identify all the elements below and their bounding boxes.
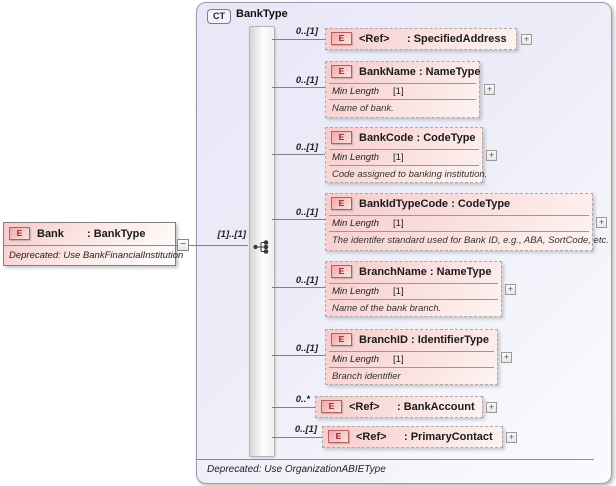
facet-value: [1] — [393, 86, 404, 97]
element-type: : CodeType — [451, 198, 511, 210]
element-type: : IdentifierType — [410, 334, 489, 346]
element-type: : CodeType — [416, 132, 476, 144]
element-type: : BankType — [87, 228, 146, 240]
connector-line — [272, 87, 325, 88]
element-annotation: Branch identifier — [332, 371, 401, 382]
element-box-bankcode[interactable]: E BankCode : CodeType Min Length [1] Code … — [325, 127, 488, 183]
element-type: : SpecifiedAddress — [407, 33, 507, 45]
facet-value: [1] — [393, 152, 404, 163]
element-box-bank[interactable]: E Bank : BankType Deprecated: Use BankFina… — [3, 222, 184, 266]
element-icon: E — [331, 65, 352, 78]
cardinality-label: 0..[1] — [295, 142, 318, 153]
expand-icon[interactable]: + — [484, 84, 495, 95]
complex-type-title: BankType — [236, 8, 288, 20]
cardinality-label: [1]..[1] — [217, 229, 247, 240]
element-annotation: Name of the bank branch. — [332, 303, 442, 314]
footer-divider — [197, 459, 594, 460]
element-box-ref-specifiedaddress[interactable]: E <Ref> : SpecifiedAddress — [325, 28, 517, 50]
element-annotation: Code assigned to banking institution. — [332, 169, 488, 180]
expand-icon[interactable]: + — [521, 34, 532, 45]
facet-name: Min Length — [332, 286, 380, 297]
facet-row: Min Length [1] — [329, 351, 494, 368]
element-box-bankname[interactable]: E BankName : NameType Min Length [1] Name … — [325, 61, 480, 118]
facet-name: Min Length — [332, 86, 380, 97]
element-name: BranchID — [359, 334, 408, 346]
connector-line — [272, 39, 325, 40]
element-annotation: Deprecated: Use BankFinancialInstitution — [9, 250, 184, 261]
connector-line — [272, 407, 315, 408]
element-name: <Ref> — [349, 401, 380, 413]
element-type: : NameType — [418, 66, 481, 78]
collapse-icon[interactable]: − — [177, 239, 189, 251]
element-icon: E — [9, 227, 30, 240]
element-box-bankidtypecode[interactable]: E BankIdTypeCode : CodeType Min Length [1]… — [325, 193, 609, 251]
element-type: : PrimaryContact — [404, 431, 493, 443]
element-type: : NameType — [429, 266, 492, 278]
element-icon: E — [331, 197, 352, 210]
element-icon: E — [331, 131, 352, 144]
cardinality-label: 0..[1] — [295, 26, 318, 37]
cardinality-label: 0..[1] — [295, 343, 318, 354]
expand-icon[interactable]: + — [505, 284, 516, 295]
element-icon: E — [328, 430, 349, 443]
connector-line — [272, 219, 325, 220]
element-name: BranchName — [359, 266, 427, 278]
element-type: : BankAccount — [397, 401, 475, 413]
element-box-branchname[interactable]: E BranchName : NameType Min Length [1] Nam… — [325, 261, 502, 317]
element-name: <Ref> — [356, 431, 387, 443]
facet-row: Min Length [1] — [329, 215, 589, 232]
element-box-ref-primarycontact[interactable]: E <Ref> : PrimaryContact — [322, 426, 503, 448]
facet-value: [1] — [393, 354, 404, 365]
facet-row: Min Length [1] — [329, 83, 476, 100]
connector-line — [176, 245, 248, 246]
facet-name: Min Length — [332, 354, 380, 365]
cardinality-label: 0..[1] — [294, 424, 317, 435]
element-box-ref-bankaccount[interactable]: E <Ref> : BankAccount — [315, 396, 483, 418]
element-icon: E — [331, 333, 352, 346]
element-header: E Bank : BankType — [4, 223, 175, 246]
deprecated-note: Deprecated: Use OrganizationABIEType — [207, 464, 386, 475]
expand-icon[interactable]: + — [501, 352, 512, 363]
cardinality-label: 0..[1] — [295, 207, 318, 218]
facet-row: Min Length [1] — [329, 283, 498, 300]
facet-value: [1] — [393, 218, 404, 229]
connector-line — [272, 355, 325, 356]
facet-name: Min Length — [332, 218, 380, 229]
element-name: BankName — [359, 66, 416, 78]
expand-icon[interactable]: + — [486, 402, 497, 413]
element-name: BankCode — [359, 132, 414, 144]
expand-icon[interactable]: + — [506, 432, 517, 443]
facet-row: Min Length [1] — [329, 149, 479, 166]
expand-icon[interactable]: + — [486, 150, 497, 161]
element-name: BankIdTypeCode — [359, 198, 449, 210]
complex-type-icon: CT — [207, 9, 231, 24]
connector-line — [272, 287, 325, 288]
element-annotation: The identifer standard used for Bank ID,… — [332, 235, 609, 246]
facet-name: Min Length — [332, 152, 380, 163]
element-box-branchid[interactable]: E BranchID : IdentifierType Min Length [1]… — [325, 329, 498, 385]
cardinality-label: 0..[1] — [295, 275, 318, 286]
connector-line — [272, 154, 325, 155]
element-name: <Ref> — [359, 33, 390, 45]
cardinality-label: 0..[1] — [295, 75, 318, 86]
facet-value: [1] — [393, 286, 404, 297]
element-icon: E — [331, 32, 352, 45]
element-icon: E — [331, 265, 352, 278]
sequence-bar[interactable] — [249, 26, 275, 457]
connector-line — [272, 437, 322, 438]
expand-icon[interactable]: + — [596, 217, 607, 228]
element-icon: E — [321, 400, 342, 413]
sequence-icon — [253, 240, 269, 259]
element-name: Bank — [37, 228, 64, 240]
cardinality-label: 0..* — [295, 394, 310, 405]
element-annotation: Name of bank. — [332, 103, 394, 114]
